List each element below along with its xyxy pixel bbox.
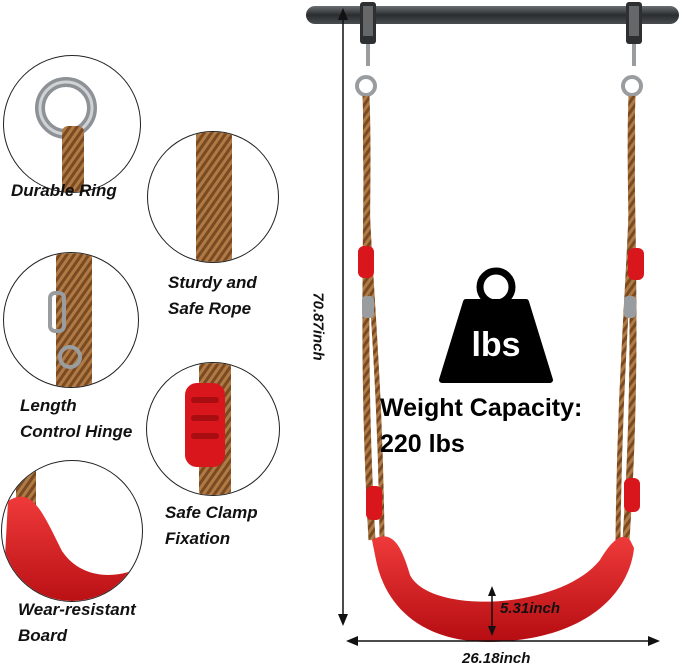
board-detail-circle xyxy=(1,460,143,602)
seat-dimension-label: 5.31inch xyxy=(500,600,561,617)
swing-seat xyxy=(372,536,634,642)
ring-detail-circle xyxy=(3,55,141,193)
feature-board-label: Wear-resistant Board xyxy=(18,600,136,645)
height-dimension-label: 70.87inch xyxy=(309,292,327,361)
width-dimension-label: 26.18inch xyxy=(462,650,531,667)
weight-icon xyxy=(439,267,553,383)
left-lower-clamp xyxy=(366,486,382,520)
weight-capacity-text: Weight Capacity: 220 lbs xyxy=(380,394,583,458)
left-upper-clamp xyxy=(358,246,374,278)
right-lower-clamp xyxy=(624,478,640,512)
feature-rope-label: Sturdy and Safe Rope xyxy=(168,273,257,318)
rope-detail-circle xyxy=(147,131,279,263)
clamp-detail-circle xyxy=(146,362,280,496)
right-upper-clamp xyxy=(628,248,644,280)
feature-clamp-label: Safe Clamp Fixation xyxy=(165,503,258,548)
hinge-detail-circle xyxy=(3,252,139,388)
feature-ring-label: Durable Ring xyxy=(11,181,117,200)
feature-hinge-label: Length Control Hinge xyxy=(20,396,133,441)
hanging-bar xyxy=(306,6,679,24)
weight-icon-text: lbs xyxy=(471,326,520,364)
